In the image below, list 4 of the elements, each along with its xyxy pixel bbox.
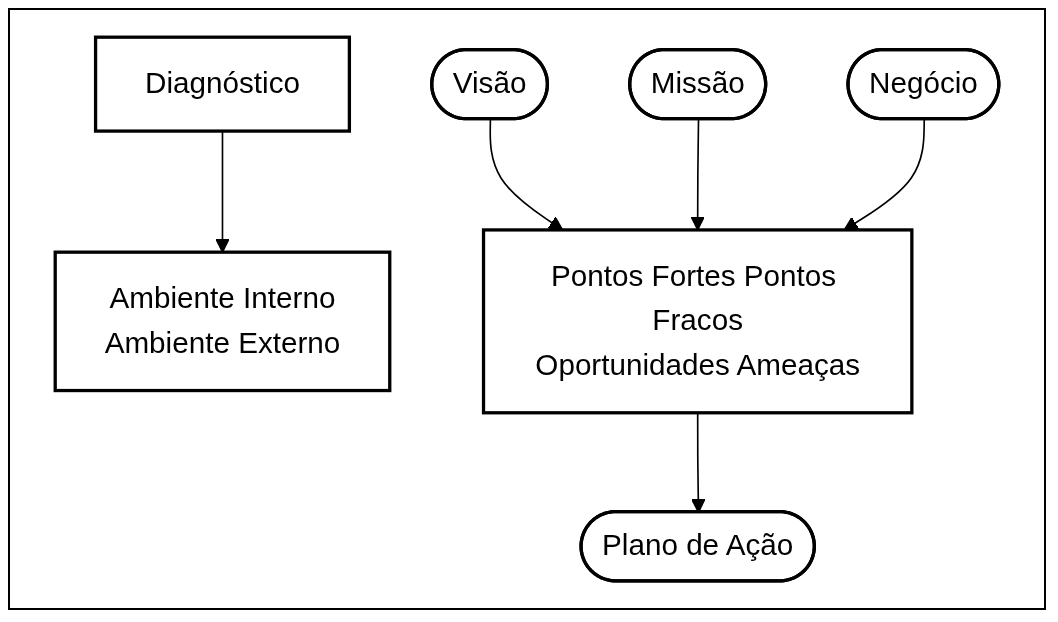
node-box [93,35,352,133]
node-box [53,250,392,393]
node-box [481,228,914,415]
diagram-frame: Diagnóstico Visão Missão Negócio Ambiente Interno Ambiente Externo Pontos Fortes Pontos Fracos Oportunidades Ameaças Plano de Ação [8,8,1046,610]
